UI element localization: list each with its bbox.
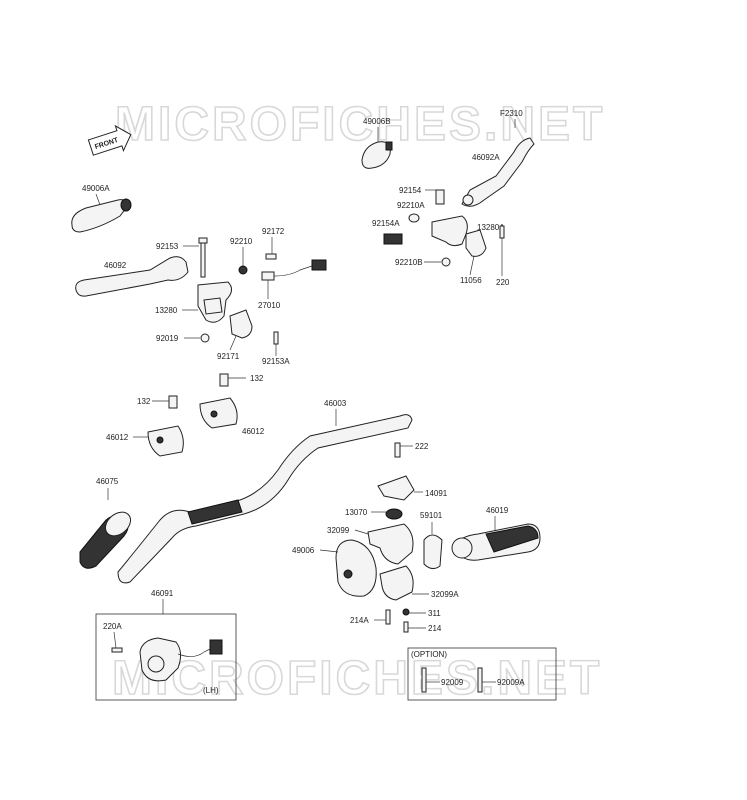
part-46092-lever (75, 256, 189, 297)
label-92009: 92009 (441, 678, 464, 687)
label-132-a: 132 (250, 374, 264, 383)
part-92172-screw (265, 253, 277, 260)
part-214A-screw (385, 609, 391, 625)
part-46012-clamp-b (147, 425, 184, 457)
label-311: 311 (428, 609, 441, 618)
part-92210A-washer (408, 213, 420, 223)
label-27010: 27010 (258, 301, 281, 310)
part-13280-holder (197, 281, 232, 323)
label-92210A: 92210A (397, 201, 425, 210)
label-46012-a: 46012 (242, 427, 265, 436)
label-13280: 13280 (155, 306, 178, 315)
label-14091: 14091 (425, 489, 448, 498)
label-92154: 92154 (399, 186, 422, 195)
part-32099-housing (367, 523, 414, 565)
part-92210-washer (238, 265, 248, 275)
part-92153-bolt (198, 237, 208, 278)
label-46019: 46019 (486, 506, 509, 515)
label-46075: 46075 (96, 477, 119, 486)
part-46091-switch (111, 637, 223, 682)
part-214-screw (403, 621, 409, 633)
group-46091-box (95, 613, 237, 701)
label-13070: 13070 (345, 508, 368, 517)
part-49006A-shape (71, 198, 132, 233)
label-32099A: 32099A (431, 590, 459, 599)
label-46091: 46091 (151, 589, 174, 598)
label-92210B: 92210B (395, 258, 423, 267)
part-13280A-holder (431, 215, 487, 257)
part-27010-switch (261, 259, 327, 281)
part-59101-collar (423, 534, 443, 570)
part-49006B-cover (361, 141, 393, 169)
label-214: 214 (428, 624, 442, 633)
part-13070-ring (385, 508, 403, 520)
label-59101: 59101 (420, 511, 443, 520)
part-46019-throttle-grip (451, 523, 541, 561)
part-92171-clamp (229, 309, 253, 339)
part-92153A-bolt (273, 331, 279, 345)
part-92009A-bolt (477, 667, 483, 693)
part-220-screw (499, 225, 505, 239)
label-92019: 92019 (156, 334, 179, 343)
part-92154A-bolt (383, 233, 403, 245)
label-92153A: 92153A (262, 357, 290, 366)
part-132-bolt-a (219, 373, 229, 387)
part-46075-grip (79, 511, 132, 569)
part-32099A-housing (379, 565, 414, 601)
label-11056: 11056 (460, 276, 482, 285)
label-92172: 92172 (262, 227, 285, 236)
label-46092A: 46092A (472, 153, 500, 162)
label-92009A: 92009A (497, 678, 525, 687)
label-option: (OPTION) (411, 650, 447, 659)
part-92009-bolt (421, 667, 427, 693)
label-46092: 46092 (104, 261, 127, 270)
label-32099: 32099 (327, 526, 350, 535)
label-92154A: 92154A (372, 219, 400, 228)
watermark-bottom: MICROFICHES.NET (112, 652, 602, 705)
label-92171: 92171 (217, 352, 240, 361)
label-92153: 92153 (156, 242, 179, 251)
label-214A: 214A (350, 616, 369, 625)
group-option-box (407, 647, 557, 701)
front-arrow-icon: FRONT (87, 124, 132, 156)
part-132-bolt-b (168, 395, 178, 409)
part-14091-bracket (377, 475, 415, 501)
part-46012-clamp-a (199, 397, 238, 429)
label-92210: 92210 (230, 237, 253, 246)
label-13280A: 13280A (477, 223, 505, 232)
part-92019-nut (200, 333, 210, 343)
label-220A: 220A (103, 622, 122, 631)
part-222-screw (394, 442, 401, 458)
label-F2310: F2310 (500, 109, 523, 118)
label-49006A: 49006A (82, 184, 110, 193)
label-220: 220 (496, 278, 510, 287)
label-49006: 49006 (292, 546, 315, 555)
part-92154-bolt (435, 189, 445, 205)
label-132-b: 132 (137, 397, 151, 406)
label-lh: (LH) (203, 686, 219, 695)
part-46003-handlebar (117, 414, 413, 584)
part-46092A-lever (461, 137, 535, 207)
part-49006-cover (335, 539, 377, 597)
part-92210B-nut (441, 257, 451, 267)
label-46003: 46003 (324, 399, 347, 408)
label-222: 222 (415, 442, 429, 451)
label-49006B: 49006B (363, 117, 391, 126)
label-46012-b: 46012 (106, 433, 129, 442)
part-311 (402, 608, 410, 616)
